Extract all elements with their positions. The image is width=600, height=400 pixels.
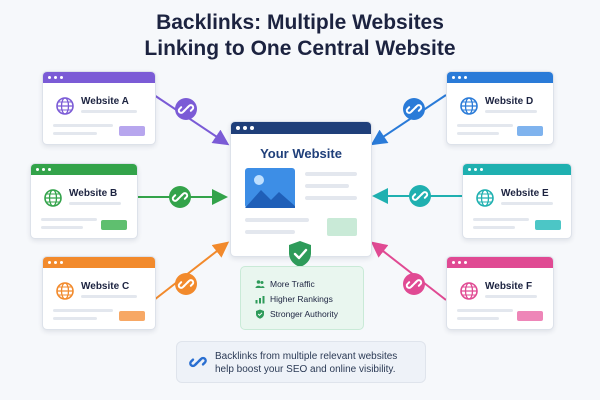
- central-website-title: Your Website: [260, 146, 342, 161]
- page-title-line-2: Linking to One Central Website: [144, 37, 456, 60]
- website-b-button: [101, 220, 127, 230]
- website-c-label: Website C: [81, 281, 130, 292]
- website-f-card: Website F: [446, 256, 554, 330]
- central-website-button: [327, 218, 357, 236]
- website-e-card: Website E: [462, 163, 572, 239]
- link-icon-a: [175, 98, 197, 120]
- arrow-f: [370, 241, 447, 301]
- link-icon-e: [409, 185, 431, 207]
- website-a-button: [119, 126, 145, 136]
- globe-icon: [460, 97, 478, 115]
- benefit-row: Stronger Authority: [255, 309, 338, 319]
- benefits-panel: More Traffic Higher Rankings Stronger Au…: [240, 266, 364, 330]
- website-f-button: [517, 311, 543, 321]
- window-bar: [447, 257, 553, 268]
- website-c-card: Website C: [42, 256, 156, 330]
- trend-up-icon: [255, 296, 265, 304]
- website-e-button: [535, 220, 561, 230]
- link-icon-d: [403, 98, 425, 120]
- info-note-line-1: Backlinks from multiple relevant website…: [215, 351, 398, 362]
- website-a-label: Website A: [81, 96, 129, 107]
- globe-icon: [56, 282, 74, 300]
- benefit-row: Higher Rankings: [255, 294, 333, 304]
- link-icon: [189, 356, 207, 368]
- website-c-button: [119, 311, 145, 321]
- globe-icon: [460, 282, 478, 300]
- window-bar: [43, 257, 155, 268]
- website-d-label: Website D: [485, 96, 534, 107]
- arrow-c: [153, 241, 230, 301]
- info-note: Backlinks from multiple relevant website…: [176, 341, 426, 383]
- benefit-row: More Traffic: [255, 279, 315, 289]
- page-title-line-1: Backlinks: Multiple Websites: [156, 11, 444, 34]
- benefit-label: Stronger Authority: [270, 309, 339, 319]
- window-bar: [43, 72, 155, 83]
- website-d-card: Website D: [446, 71, 554, 145]
- website-e-label: Website E: [501, 188, 549, 199]
- users-icon: [255, 280, 265, 288]
- link-icon-c: [175, 273, 197, 295]
- website-f-label: Website F: [485, 281, 533, 292]
- globe-icon: [44, 189, 62, 207]
- page-title: Backlinks: Multiple Websites Linking to …: [0, 10, 600, 62]
- window-bar: [463, 164, 571, 175]
- info-note-text: Backlinks from multiple relevant website…: [215, 350, 415, 376]
- link-icon-f: [403, 273, 425, 295]
- shield-icon: [256, 309, 264, 319]
- window-bar: [447, 72, 553, 83]
- website-b-label: Website B: [69, 188, 118, 199]
- central-website-card: Your Website: [230, 121, 372, 257]
- shield-check-icon: [289, 241, 311, 267]
- website-b-card: Website B: [30, 163, 138, 239]
- website-d-button: [517, 126, 543, 136]
- link-icon-b: [169, 186, 191, 208]
- globe-icon: [56, 97, 74, 115]
- benefit-label: More Traffic: [270, 279, 315, 289]
- info-note-line-2: help boost your SEO and online visibilit…: [215, 364, 396, 375]
- window-bar: [231, 122, 371, 134]
- window-bar: [31, 164, 137, 175]
- globe-icon: [476, 189, 494, 207]
- image-placeholder-icon: [245, 168, 295, 208]
- website-a-card: Website A: [42, 71, 156, 145]
- benefit-label: Higher Rankings: [270, 294, 333, 304]
